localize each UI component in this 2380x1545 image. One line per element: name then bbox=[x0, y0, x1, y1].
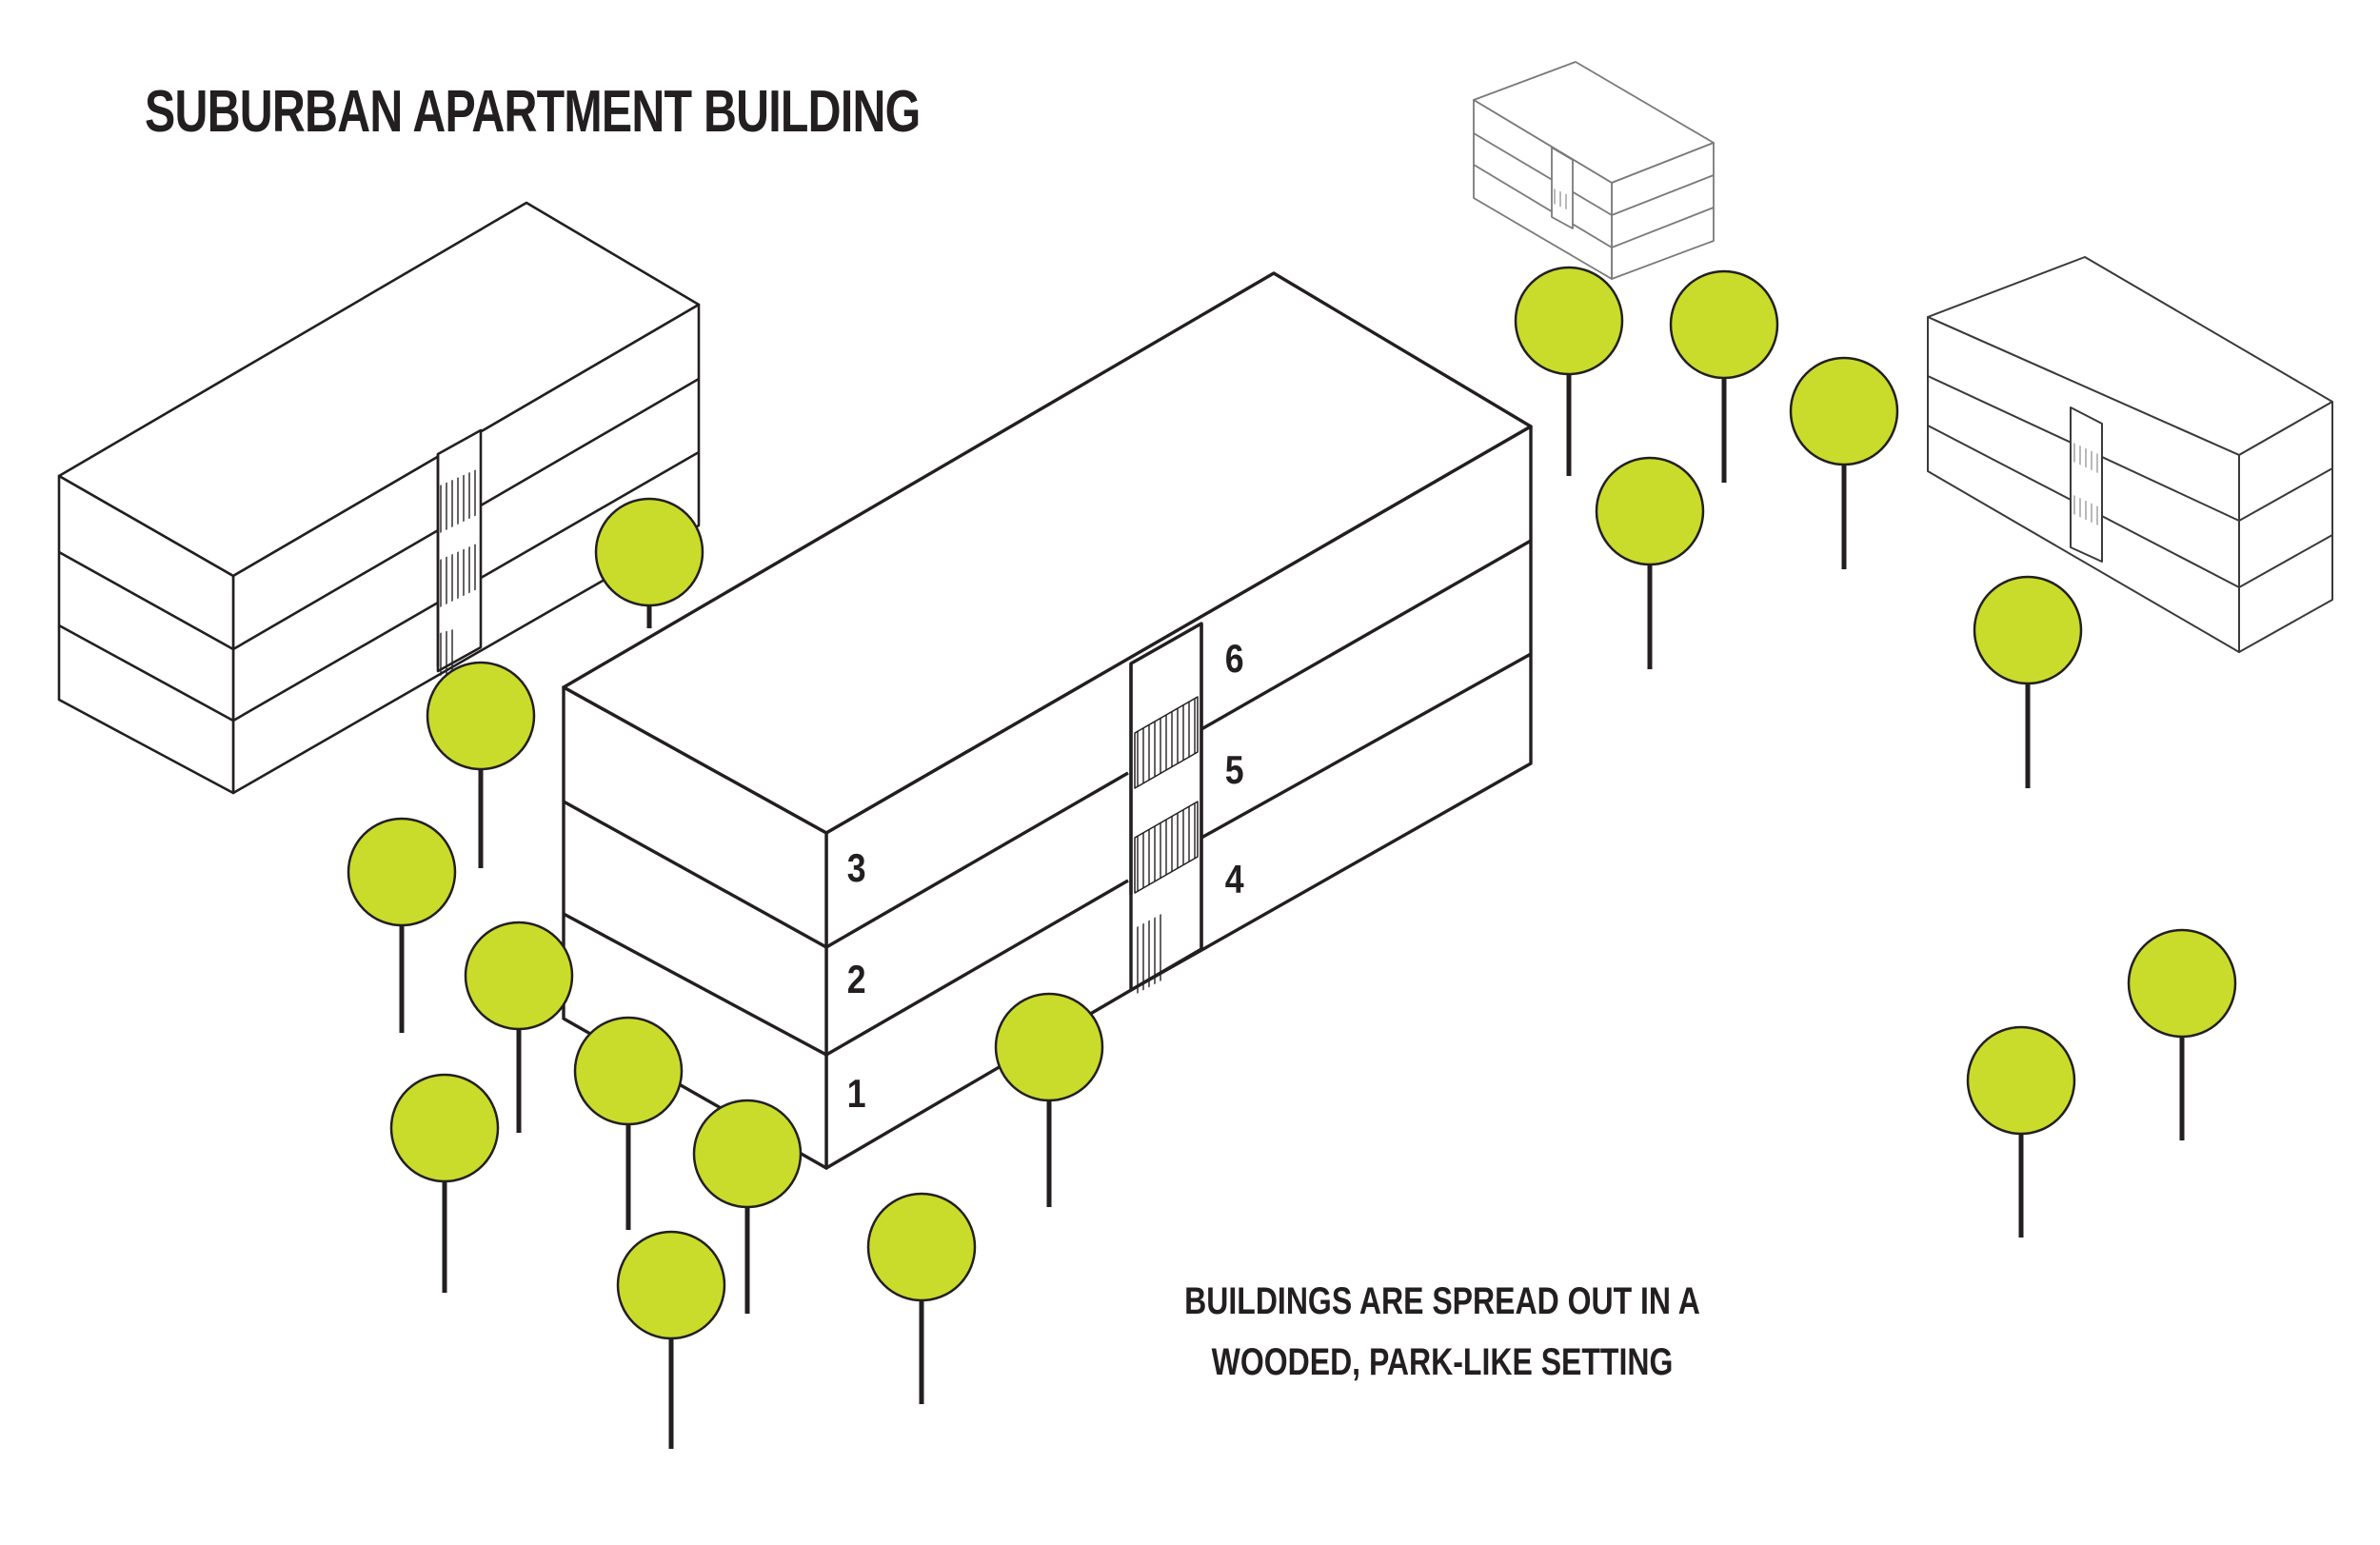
tree bbox=[347, 817, 457, 1033]
tree bbox=[426, 661, 536, 868]
caption-line-1: BUILDINGS ARE SPREAD OUT IN A bbox=[1184, 1280, 1700, 1322]
tree-canopy bbox=[1966, 1025, 2076, 1136]
tree-canopy bbox=[594, 497, 704, 607]
tree-canopy bbox=[1789, 356, 1899, 466]
trees bbox=[347, 266, 2237, 1449]
tree-canopy bbox=[389, 1073, 500, 1183]
distant-apartment-building-top bbox=[1473, 61, 1715, 280]
tree-canopy bbox=[616, 1230, 726, 1340]
tree-canopy bbox=[1595, 456, 1705, 566]
floor-label-5: 5 bbox=[1224, 747, 1244, 792]
tree-canopy bbox=[426, 661, 536, 771]
tree-canopy bbox=[994, 992, 1104, 1102]
right-apartment-building bbox=[1927, 256, 2333, 653]
tree bbox=[1789, 356, 1899, 569]
setting-caption: BUILDINGS ARE SPREAD OUT IN A WOODED, PA… bbox=[1176, 1271, 1709, 1393]
tree bbox=[1595, 456, 1705, 669]
tree bbox=[1966, 1025, 2076, 1238]
tree bbox=[389, 1073, 500, 1293]
tree bbox=[2127, 928, 2237, 1140]
tree-canopy bbox=[347, 817, 457, 927]
tree-canopy bbox=[2127, 928, 2237, 1039]
left-apartment-building bbox=[57, 201, 701, 795]
tree bbox=[616, 1230, 726, 1449]
tree bbox=[994, 992, 1104, 1207]
tree bbox=[866, 1192, 977, 1404]
tree bbox=[1514, 266, 1624, 476]
tree-canopy bbox=[1669, 269, 1779, 380]
tree bbox=[594, 497, 704, 628]
tree bbox=[1669, 269, 1779, 483]
tree-canopy bbox=[692, 1099, 803, 1209]
floor-label-3: 3 bbox=[846, 845, 866, 890]
left-building-end-face bbox=[57, 474, 235, 795]
floor-label-1: 1 bbox=[846, 1071, 866, 1116]
tree-canopy bbox=[1514, 266, 1624, 376]
tree-canopy bbox=[866, 1192, 977, 1302]
tree bbox=[1973, 575, 2083, 788]
floor-label-2: 2 bbox=[846, 957, 866, 1001]
caption-line-2: WOODED, PARK-LIKE SETTING bbox=[1211, 1341, 1674, 1383]
floor-label-4: 4 bbox=[1224, 857, 1244, 901]
tree bbox=[573, 1016, 684, 1230]
diagram-title: SUBURBAN APARTMENT BUILDING bbox=[145, 79, 921, 145]
tree bbox=[464, 921, 574, 1133]
tree-canopy bbox=[573, 1016, 684, 1126]
tree-canopy bbox=[464, 921, 574, 1031]
tree-canopy bbox=[1973, 575, 2083, 685]
floor-label-6: 6 bbox=[1224, 636, 1244, 681]
tree bbox=[692, 1099, 803, 1314]
